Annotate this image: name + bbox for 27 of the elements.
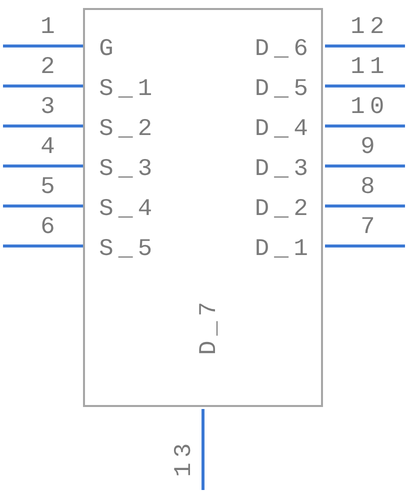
pin-name: D_6 [254, 38, 313, 62]
component-body [83, 8, 323, 407]
pin-name: D_4 [254, 118, 313, 142]
pin-number: 6 [40, 216, 60, 240]
pin-name: D_2 [254, 198, 313, 222]
pin-name: S_5 [99, 238, 158, 262]
pin-number: 1 [40, 16, 60, 40]
pin-name: D_3 [254, 158, 313, 182]
pin-number: 8 [360, 176, 380, 200]
pin-name: D_7 [198, 296, 222, 355]
pin-name: S_4 [99, 198, 158, 222]
pin-name: D_5 [254, 78, 313, 102]
pin-name: S_3 [99, 158, 158, 182]
pin-number: 5 [40, 176, 60, 200]
pin-number: 9 [360, 136, 380, 160]
pin-number: 7 [360, 216, 380, 240]
pin-number: 4 [40, 136, 60, 160]
pin-name: S_1 [99, 78, 158, 102]
pin-number: 10 [350, 96, 390, 120]
pin-number: 11 [350, 56, 390, 80]
pin-name: S_2 [99, 118, 158, 142]
pin-name: D_1 [254, 238, 313, 262]
pin-number: 12 [350, 16, 390, 40]
pin-number: 3 [40, 96, 60, 120]
pin-number: 2 [40, 56, 60, 80]
pin-number: 13 [173, 438, 197, 477]
pin-name: G [99, 38, 118, 62]
